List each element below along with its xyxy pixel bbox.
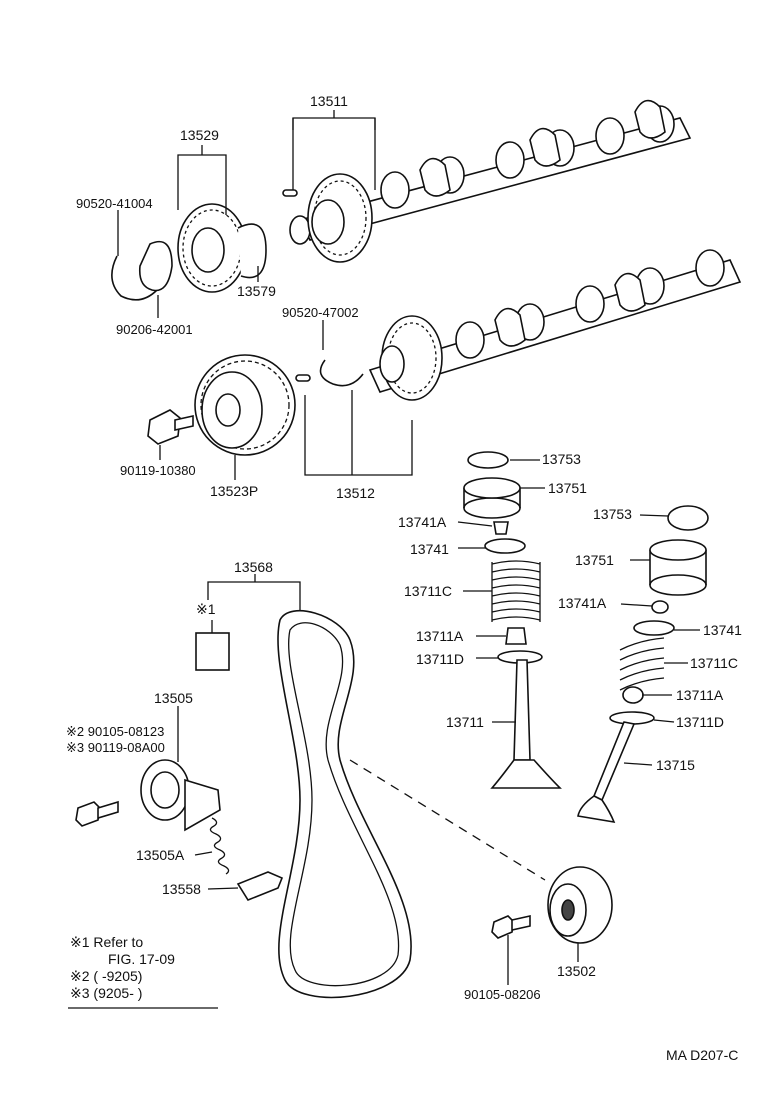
tensioner-13505 <box>140 759 221 832</box>
label-90206-42001: 90206-42001 <box>116 322 193 337</box>
camshaft-upper <box>289 99 692 245</box>
valve-13715 <box>577 721 636 824</box>
spring-13711C-b <box>619 637 665 691</box>
spring-13579 <box>237 223 267 279</box>
timing-belt <box>277 610 412 999</box>
timing-pulley <box>194 354 296 456</box>
leader-lines <box>117 110 700 985</box>
label-13529: 13529 <box>180 127 219 143</box>
bracket-13558 <box>236 871 284 901</box>
label-13711: 13711 <box>446 714 484 730</box>
seal-13711A-a <box>505 627 527 645</box>
wave-washer <box>138 240 173 292</box>
pin-upper <box>282 189 298 197</box>
seat-13711D-b <box>609 711 655 725</box>
label-13568: 13568 <box>234 559 273 575</box>
sub-gear <box>177 203 247 293</box>
label-13512: 13512 <box>336 485 375 501</box>
label-13711D-a: 13711D <box>416 651 464 667</box>
label-90119-10380: 90119-10380 <box>120 463 196 478</box>
label-90119-08A00: ※3 90119-08A00 <box>66 740 165 755</box>
bolt-90105-08123 <box>75 800 119 827</box>
label-13711A-a: 13711A <box>416 628 464 644</box>
lifter-13751-a <box>463 477 521 519</box>
note-fig: FIG. 17-09 <box>108 951 175 967</box>
label-13711C-b: 13711C <box>690 655 738 671</box>
seal-13711A-b <box>622 686 644 704</box>
label-13711C-a: 13711C <box>404 583 452 599</box>
label-90520-47002: 90520-47002 <box>282 305 359 320</box>
label-13741-b: 13741 <box>703 622 742 638</box>
idler-13502 <box>547 866 613 944</box>
note-ref1: ※1 Refer to <box>70 934 143 950</box>
keeper-13741A-a <box>493 521 509 535</box>
label-13711D-b: 13711D <box>676 714 724 730</box>
label-13505: 13505 <box>154 690 193 706</box>
spring-13711C-a <box>491 560 541 622</box>
label-90520-41004: 90520-41004 <box>76 196 153 211</box>
shim-13753-b <box>667 505 709 531</box>
label-13505A: 13505A <box>136 847 185 863</box>
label-13711A-b: 13711A <box>676 687 724 703</box>
valve-13711 <box>490 659 562 789</box>
snap-ring-lower <box>319 359 364 387</box>
label-13751-b: 13751 <box>575 552 614 568</box>
label-13511: 13511 <box>310 93 348 109</box>
label-90105-08123: ※2 90105-08123 <box>66 724 164 739</box>
labels: 13511 13529 90520-41004 13579 90206-4200… <box>66 93 742 1063</box>
label-13753-b: 13753 <box>593 506 632 522</box>
belt-guide-line <box>349 759 546 881</box>
lifter-13751-b <box>649 539 707 596</box>
label-13751-a: 13751 <box>548 480 587 496</box>
label-90105-08206: 90105-08206 <box>464 987 541 1002</box>
camshaft-lower <box>368 249 742 393</box>
label-13753-a: 13753 <box>542 451 581 467</box>
label-13523P: 13523P <box>210 483 258 499</box>
keeper-13741A-b <box>651 600 669 614</box>
spring-13505A <box>209 817 230 875</box>
camshaft-gear-lower <box>379 315 443 401</box>
label-13741A-a: 13741A <box>398 514 447 530</box>
label-13579: 13579 <box>237 283 276 299</box>
label-13741A-b: 13741A <box>558 595 607 611</box>
shim-13753-a <box>467 451 509 469</box>
snap-ring <box>111 255 158 301</box>
reference-sheet <box>195 632 230 671</box>
label-13502: 13502 <box>557 963 596 979</box>
retainer-13741-b <box>633 620 675 636</box>
bolt-90105-08206 <box>491 915 531 939</box>
pin-lower <box>295 374 311 382</box>
label-ref1: ※1 <box>196 601 216 617</box>
camshaft-gear-upper <box>307 173 373 263</box>
note-range-3: ※3 (9205- ) <box>70 985 142 1001</box>
bolt-90119-10380 <box>147 409 194 445</box>
label-13715: 13715 <box>656 757 695 773</box>
label-13741-a: 13741 <box>410 541 449 557</box>
note-range-2: ※2 ( -9205) <box>70 968 142 984</box>
retainer-13741-a <box>484 538 526 554</box>
diagram-code: MA D207-C <box>666 1047 738 1063</box>
label-13558: 13558 <box>162 881 201 897</box>
